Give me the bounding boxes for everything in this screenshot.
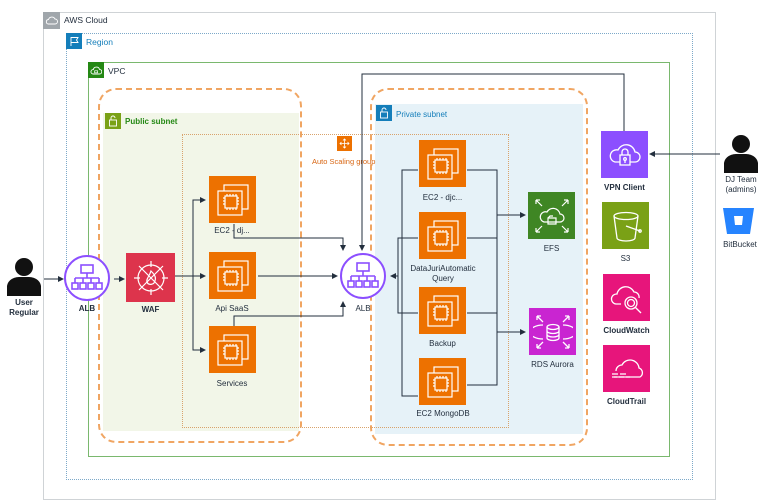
region-title: Region <box>86 37 113 47</box>
cloudwatch-label: CloudWatch <box>603 326 650 335</box>
vpc-icon <box>88 62 104 78</box>
rds-database-icon <box>532 314 573 349</box>
waf-firewall-icon <box>133 260 168 295</box>
ec2-mongodb-node[interactable] <box>419 358 466 405</box>
dj-team-label: DJ Team (admins) <box>725 175 757 194</box>
auto-scaling-group <box>182 134 509 428</box>
ec2-dj-label: EC2 - dj... <box>214 226 250 235</box>
services-node[interactable] <box>209 326 256 373</box>
rds-aurora-node[interactable] <box>529 308 576 355</box>
cloudwatch-node[interactable] <box>603 274 650 321</box>
ec2-mongodb-label: EC2 MongoDB <box>416 409 470 418</box>
ec2-instance-icon <box>426 365 459 398</box>
backup-label: Backup <box>429 339 456 348</box>
ec2-dj-node[interactable] <box>209 176 256 223</box>
datajuri-query-node[interactable] <box>419 212 466 259</box>
ec2-djc-node[interactable] <box>419 140 466 187</box>
bitbucket-node[interactable] <box>721 206 756 236</box>
load-balancer-icon <box>340 253 386 299</box>
region-flag-icon <box>66 33 82 49</box>
waf-label: WAF <box>141 305 160 314</box>
ec2-instance-icon <box>216 259 249 292</box>
api-saas-label: Api SaaS <box>215 304 249 313</box>
aws-cloud-icon <box>43 12 60 29</box>
dj-team-actor <box>721 133 761 173</box>
ec2-instance-icon <box>216 333 249 366</box>
bitbucket-label: BitBucket <box>723 240 757 249</box>
rds-aurora-label: RDS Aurora <box>531 360 574 369</box>
alb-internal[interactable] <box>339 252 387 300</box>
efs-node[interactable] <box>528 192 575 239</box>
efs-label: EFS <box>543 244 560 253</box>
api-saas-node[interactable] <box>209 252 256 299</box>
ec2-instance-icon <box>216 183 249 216</box>
public-subnet-title: Public subnet <box>125 117 178 126</box>
user-regular-actor <box>4 256 44 296</box>
s3-label: S3 <box>620 254 631 263</box>
private-subnet-title: Private subnet <box>396 110 448 119</box>
cloudtrail-node[interactable] <box>603 345 650 392</box>
vpc-title: VPC <box>108 66 126 76</box>
private-subnet-lock-icon <box>376 105 392 121</box>
user-regular-label: User Regular <box>9 298 39 317</box>
bitbucket-icon <box>723 208 754 234</box>
auto-scaling-title: Auto Scaling group <box>312 157 376 166</box>
user-icon <box>723 135 759 173</box>
alb-public[interactable] <box>63 254 111 302</box>
alb-public-label: ALB <box>78 304 96 313</box>
efs-icon <box>534 198 569 233</box>
region-group <box>66 33 693 480</box>
load-balancer-icon <box>64 255 110 301</box>
datajuri-query-label: DataJuriAutomatic Query <box>410 264 476 283</box>
ec2-instance-icon <box>426 147 459 180</box>
user-icon <box>6 258 42 296</box>
cloudtrail-label: CloudTrail <box>606 397 647 406</box>
services-label: Services <box>216 379 248 388</box>
auto-scaling-icon <box>337 136 352 151</box>
cloudwatch-icon <box>610 285 641 313</box>
waf-node[interactable] <box>126 253 175 302</box>
ec2-instance-icon <box>426 219 459 252</box>
ec2-instance-icon <box>426 294 459 327</box>
vpn-client-node[interactable] <box>601 131 648 178</box>
alb-internal-label: ALB <box>355 304 371 313</box>
s3-node[interactable] <box>602 202 649 249</box>
public-subnet-lock-icon <box>105 113 121 129</box>
aws-cloud-group <box>43 12 716 500</box>
vpn-lock-icon <box>609 143 641 166</box>
cloudtrail-icon <box>611 358 643 378</box>
ec2-djc-label: EC2 - djc... <box>422 193 463 202</box>
s3-bucket-icon <box>612 211 642 242</box>
vpn-client-label: VPN Client <box>604 183 645 192</box>
aws-cloud-title: AWS Cloud <box>64 15 108 25</box>
backup-node[interactable] <box>419 287 466 334</box>
